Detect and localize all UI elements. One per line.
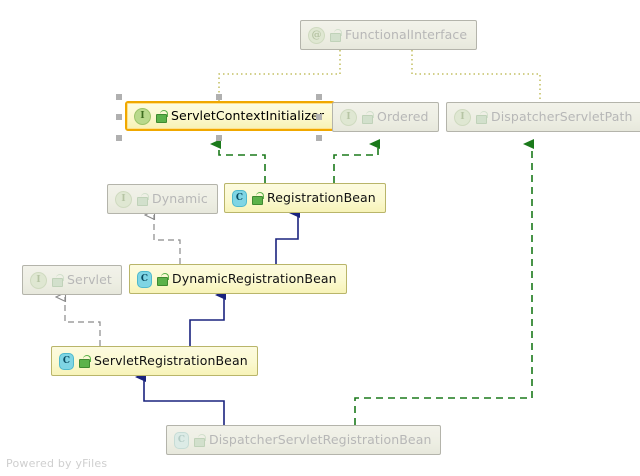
node-servletcontextinitializer[interactable]: I ServletContextInitializer	[125, 101, 336, 131]
selection-handle-ne[interactable]	[316, 94, 322, 100]
interface-icon: I	[340, 108, 357, 126]
node-label: FunctionalInterface	[345, 26, 468, 42]
edge-realization-srb-servlet	[65, 297, 101, 346]
edge-inheritance-dsrb-srb	[135, 372, 225, 425]
class-icon: C	[137, 270, 152, 288]
edge-realization-dsrb-dsp	[354, 139, 534, 425]
node-dispatcherservletpath[interactable]: I DispatcherServletPath	[446, 102, 640, 132]
interface-icon: I	[134, 107, 151, 125]
node-label: RegistrationBean	[267, 189, 376, 205]
node-label: Dynamic	[152, 190, 208, 206]
lock-icon	[476, 110, 488, 124]
lock-icon	[157, 272, 169, 286]
lock-icon	[252, 191, 264, 205]
class-icon: C	[59, 352, 74, 370]
lock-icon	[330, 28, 342, 42]
node-functionalinterface[interactable]: @ FunctionalInterface	[300, 20, 478, 50]
lock-icon	[194, 433, 206, 447]
selection-handle-w[interactable]	[116, 114, 122, 120]
node-label: DispatcherServletRegistrationBean	[209, 431, 432, 447]
lock-icon	[137, 192, 149, 206]
lock-icon	[362, 110, 374, 124]
node-dynamic[interactable]: I Dynamic	[107, 184, 218, 214]
selection-handle-e[interactable]	[316, 114, 322, 120]
selection-handle-se[interactable]	[316, 135, 322, 141]
node-dispatcherservletregistrationbean[interactable]: C DispatcherServletRegistrationBean	[166, 425, 442, 455]
edge-inheritance-srb-drb	[189, 290, 226, 346]
lock-icon	[79, 354, 91, 368]
node-ordered[interactable]: I Ordered	[332, 102, 439, 132]
node-registrationbean[interactable]: C RegistrationBean	[224, 183, 386, 213]
class-icon: C	[232, 189, 247, 207]
node-servletregistrationbean[interactable]: C ServletRegistrationBean	[51, 346, 258, 376]
lock-icon	[52, 273, 64, 287]
selection-handle-s[interactable]	[216, 135, 222, 141]
class-icon: C	[174, 431, 189, 449]
interface-icon: I	[115, 190, 132, 208]
edge-realization-rb-sci	[210, 139, 266, 183]
edge-inheritance-drb-rb	[275, 208, 300, 264]
lock-icon	[156, 109, 168, 123]
selection-handle-nw[interactable]	[116, 94, 122, 100]
node-dynamicregistrationbean[interactable]: C DynamicRegistrationBean	[129, 264, 347, 294]
edge-annotation-sci	[218, 50, 341, 101]
edge-annotation-dsp	[411, 50, 541, 101]
edge-realization-rb-ordered	[333, 139, 380, 183]
node-servlet[interactable]: I Servlet	[22, 265, 122, 295]
selection-handle-n[interactable]	[216, 94, 222, 100]
node-label: Ordered	[377, 108, 429, 124]
annotation-icon: @	[308, 26, 325, 44]
node-label: DispatcherServletPath	[491, 108, 633, 124]
node-label: ServletRegistrationBean	[94, 352, 248, 368]
interface-icon: I	[454, 108, 471, 126]
interface-icon: I	[30, 271, 47, 289]
node-label: ServletContextInitializer	[171, 107, 325, 123]
selection-handle-sw[interactable]	[116, 135, 122, 141]
yfiles-watermark: Powered by yFiles	[6, 457, 108, 470]
edge-realization-drb-dynamic	[154, 215, 181, 264]
node-label: Servlet	[67, 271, 112, 287]
node-label: DynamicRegistrationBean	[172, 270, 337, 286]
